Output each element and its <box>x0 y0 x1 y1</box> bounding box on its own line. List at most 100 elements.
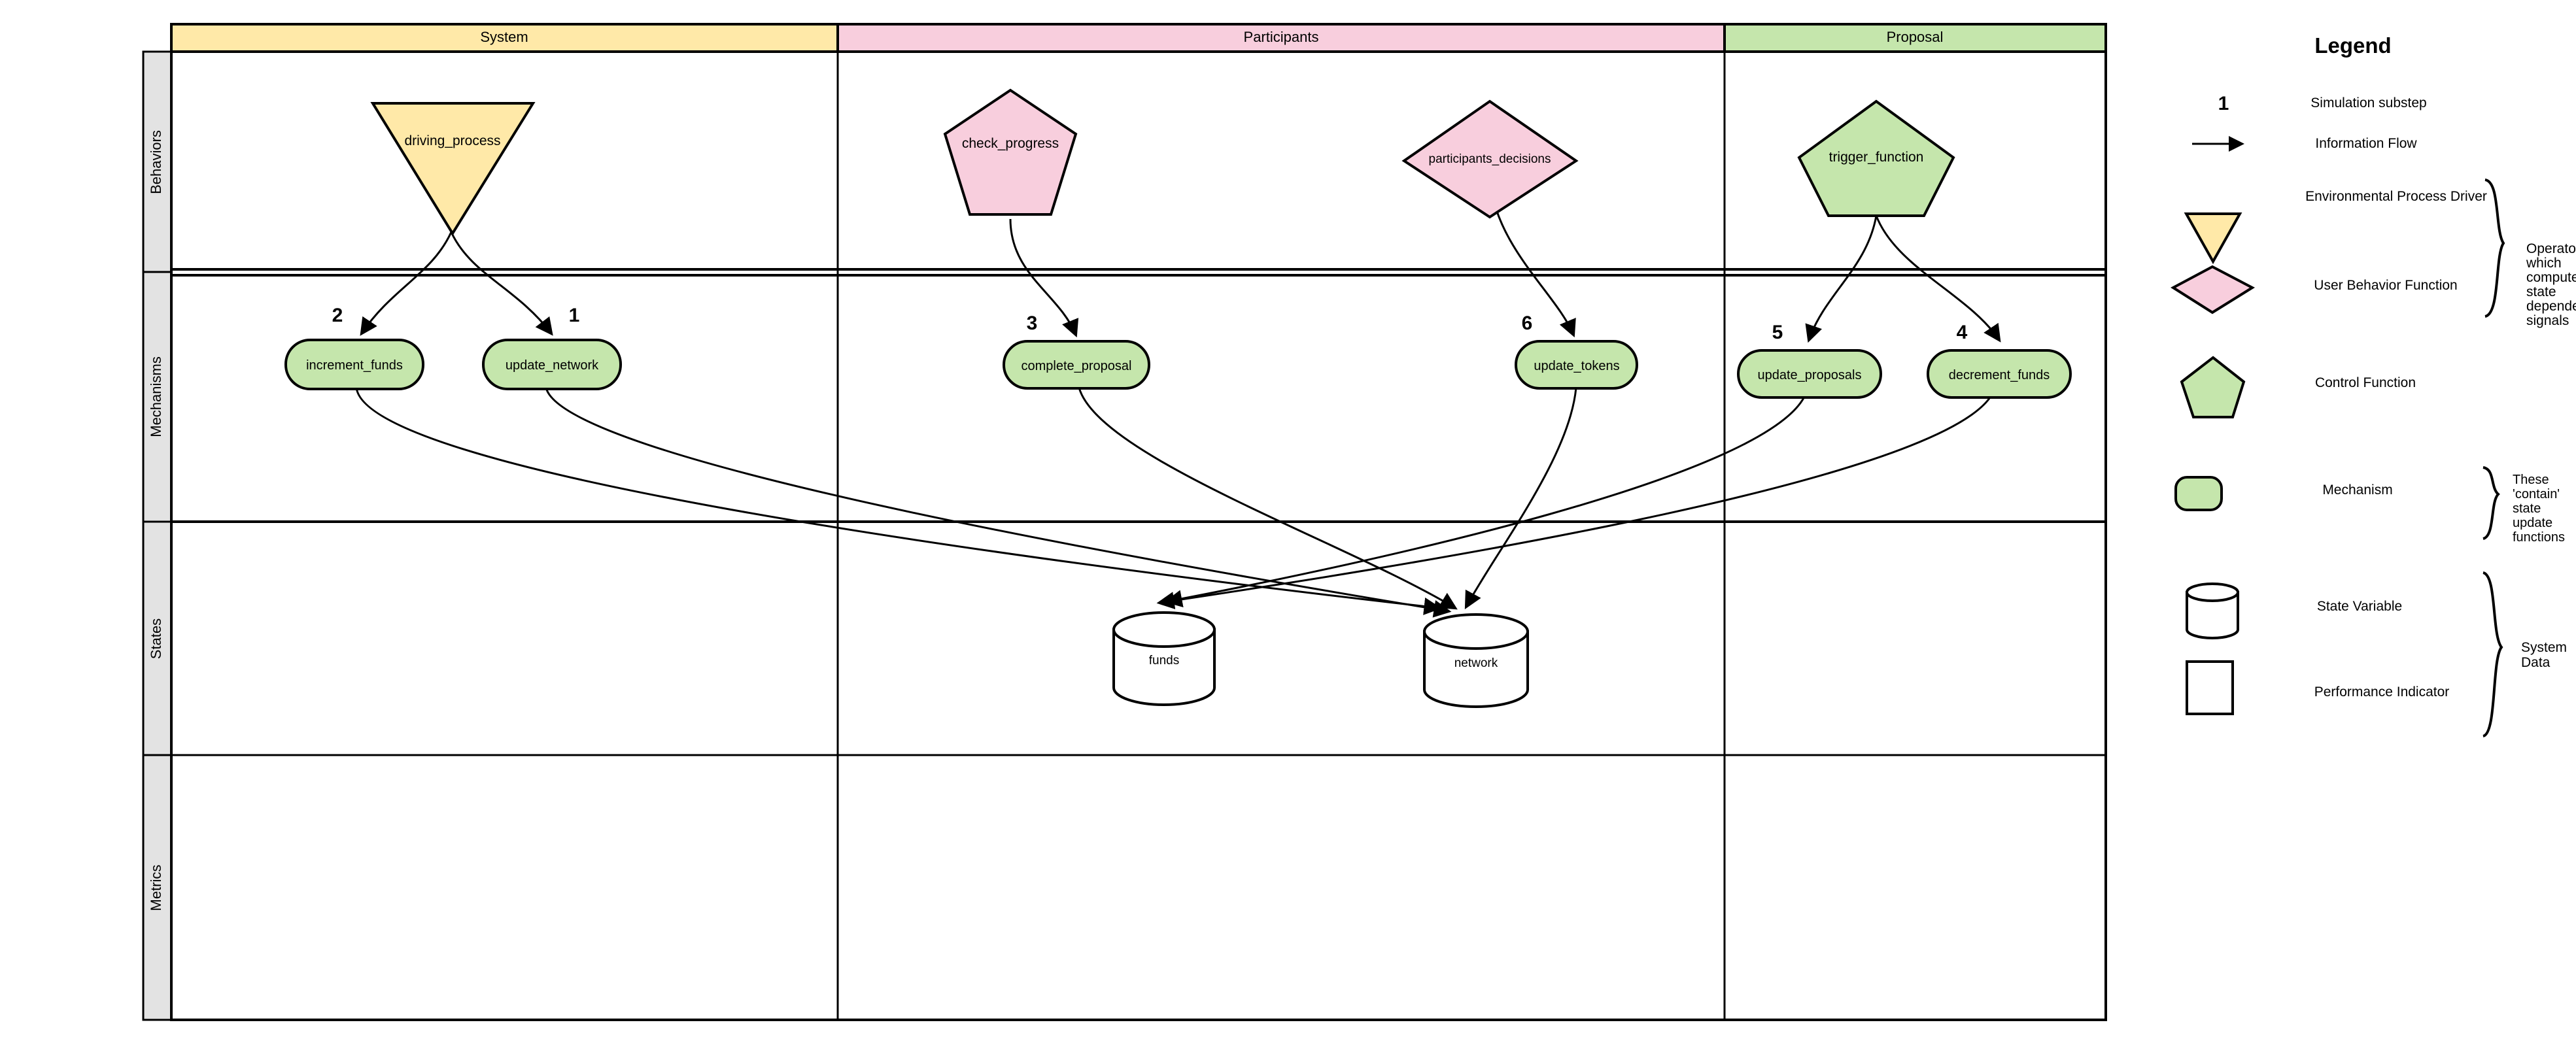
state-node-network[interactable]: network <box>1423 613 1529 708</box>
column-header-proposal-label: Proposal <box>1887 29 1944 45</box>
legend-label-user-behavior-function: User Behavior Function <box>2314 278 2457 293</box>
mechanism-node-decrement-funds[interactable]: decrement_funds <box>1927 349 2072 399</box>
legend-label-simulation-substep: Simulation substep <box>2310 95 2426 110</box>
behavior-node-driving-process[interactable]: driving_process <box>370 102 536 236</box>
column-header-system-label: System <box>480 29 528 45</box>
brace-mechanism <box>2482 466 2500 540</box>
substep-number-4: 4 <box>1957 322 1968 343</box>
substep-number-2: 2 <box>332 305 343 326</box>
edge-increment-funds-to-network <box>355 387 1442 615</box>
cylinder-top <box>1423 613 1529 650</box>
edge-check-progress-to-complete-proposal <box>1009 218 1079 338</box>
mechanism-node-complete-proposal[interactable]: complete_proposal <box>1003 340 1150 390</box>
legend-title: Legend <box>2314 33 2391 58</box>
row-label-metrics: Metrics <box>148 865 164 911</box>
inverted-triangle-icon <box>370 102 536 236</box>
edge-update-tokens-to-network <box>1464 387 1577 609</box>
row-label-states-band <box>142 520 173 756</box>
mechanism-node-update-proposals[interactable]: update_proposals <box>1737 349 1882 399</box>
substep-number-1: 1 <box>569 305 580 326</box>
pentagon-icon <box>1797 99 1955 217</box>
brace-system-data <box>2482 571 2503 737</box>
edges-mechanisms-to-states <box>355 387 1993 618</box>
legend-symbol-stadium-icon <box>2174 476 2223 511</box>
edge-trigger-function-to-decrement-funds <box>1875 215 2001 343</box>
cylinder-body <box>1423 630 1529 708</box>
legend-symbol-simulation-substep: 1 <box>2218 93 2229 114</box>
mechanism-label: update_tokens <box>1534 359 1619 373</box>
state-label: network <box>1454 656 1498 670</box>
edge-driving-process-to-increment-funds <box>360 231 453 336</box>
edge-decrement-funds-to-funds <box>1156 395 1993 610</box>
legend-label-control-function: Control Function <box>2315 375 2416 390</box>
legend-label-mechanism: Mechanism <box>2322 482 2392 498</box>
mechanism-label: complete_proposal <box>1022 359 1132 373</box>
behavior-node-trigger-function[interactable]: trigger_function <box>1797 99 1955 217</box>
legend-label-performance-indicator: Performance Indicator <box>2314 684 2450 700</box>
diamond-icon <box>1401 99 1579 219</box>
state-label: funds <box>1149 654 1179 667</box>
svg-text:dependent: dependent <box>2526 299 2576 314</box>
grid-frame <box>142 23 2107 1021</box>
mechanism-node-increment-funds[interactable]: increment_funds <box>284 339 424 390</box>
state-node-funds[interactable]: funds <box>1112 611 1216 706</box>
column-header-participants-label: Participants <box>1244 29 1319 45</box>
brace-operators <box>2484 178 2505 318</box>
row-label-metrics-band <box>142 754 173 1021</box>
stadium-shape <box>284 339 424 390</box>
pentagon-icon <box>943 88 1078 216</box>
behavior-label: check_progress <box>962 136 1059 151</box>
row-label-behaviors: Behaviors <box>148 130 164 194</box>
svg-text:Data: Data <box>2521 655 2550 670</box>
legend-symbol-pentagon-icon <box>2180 356 2246 418</box>
stadium-shape <box>1515 340 1638 390</box>
mechanism-label: update_proposals <box>1757 368 1861 382</box>
svg-text:System: System <box>2521 640 2567 655</box>
behavior-node-check-progress[interactable]: check_progress <box>943 88 1078 216</box>
edge-trigger-function-to-update-proposals <box>1805 215 1878 343</box>
substep-number-3: 3 <box>1027 312 1038 334</box>
svg-text:signals: signals <box>2526 313 2569 328</box>
mechanism-label: decrement_funds <box>1949 368 2050 382</box>
behavior-label: trigger_function <box>1829 150 1924 165</box>
legend-symbol-cylinder-icon <box>2186 582 2239 639</box>
substep-number-6: 6 <box>1522 312 1533 334</box>
legend-symbol-inverted-triangle-icon <box>2184 212 2242 265</box>
legend-symbol-rectangle-icon <box>2186 660 2234 715</box>
cylinder-body <box>1112 628 1216 706</box>
row-label-mechanisms: Mechanisms <box>148 356 164 437</box>
edge-complete-proposal-to-network <box>1078 387 1458 610</box>
svg-text:state: state <box>2513 501 2541 516</box>
mechanism-node-update-network[interactable]: update_network <box>482 339 622 390</box>
mechanism-label: update_network <box>506 358 599 373</box>
behavior-node-participants-decisions[interactable]: participants_decisions <box>1401 99 1579 219</box>
svg-text:functions: functions <box>2513 530 2565 545</box>
legend-label-state-variable: State Variable <box>2317 599 2402 614</box>
stadium-shape <box>1927 349 2072 399</box>
stadium-shape <box>482 339 622 390</box>
legend-label-information-flow: Information Flow <box>2315 136 2417 151</box>
cylinder-top <box>1112 611 1216 648</box>
stadium-shape <box>1003 340 1150 390</box>
svg-text:update: update <box>2513 516 2552 530</box>
stadium-shape <box>1737 349 1882 399</box>
substep-number-5: 5 <box>1772 322 1783 343</box>
svg-text:state: state <box>2526 284 2556 299</box>
edge-update-proposals-to-funds <box>1164 395 1806 608</box>
svg-text:which: which <box>2526 256 2562 271</box>
edges-behaviors-to-mechanisms <box>360 182 2001 343</box>
edge-driving-process-to-update-network <box>450 231 553 336</box>
svg-text:These: These <box>2513 473 2549 487</box>
svg-text:Operators: Operators <box>2526 241 2576 256</box>
grid-body <box>170 50 2107 1021</box>
legend-panel: Legend 1 Simulation substep Information … <box>2171 33 2576 737</box>
brace-note-system-data: System Data <box>2521 640 2567 670</box>
mechanism-node-update-tokens[interactable]: update_tokens <box>1515 340 1638 390</box>
legend-label-environmental-process-driver: Environmental Process Driver <box>2305 189 2487 204</box>
behavior-label: driving_process <box>404 133 500 148</box>
svg-text:'contain': 'contain' <box>2513 487 2560 501</box>
